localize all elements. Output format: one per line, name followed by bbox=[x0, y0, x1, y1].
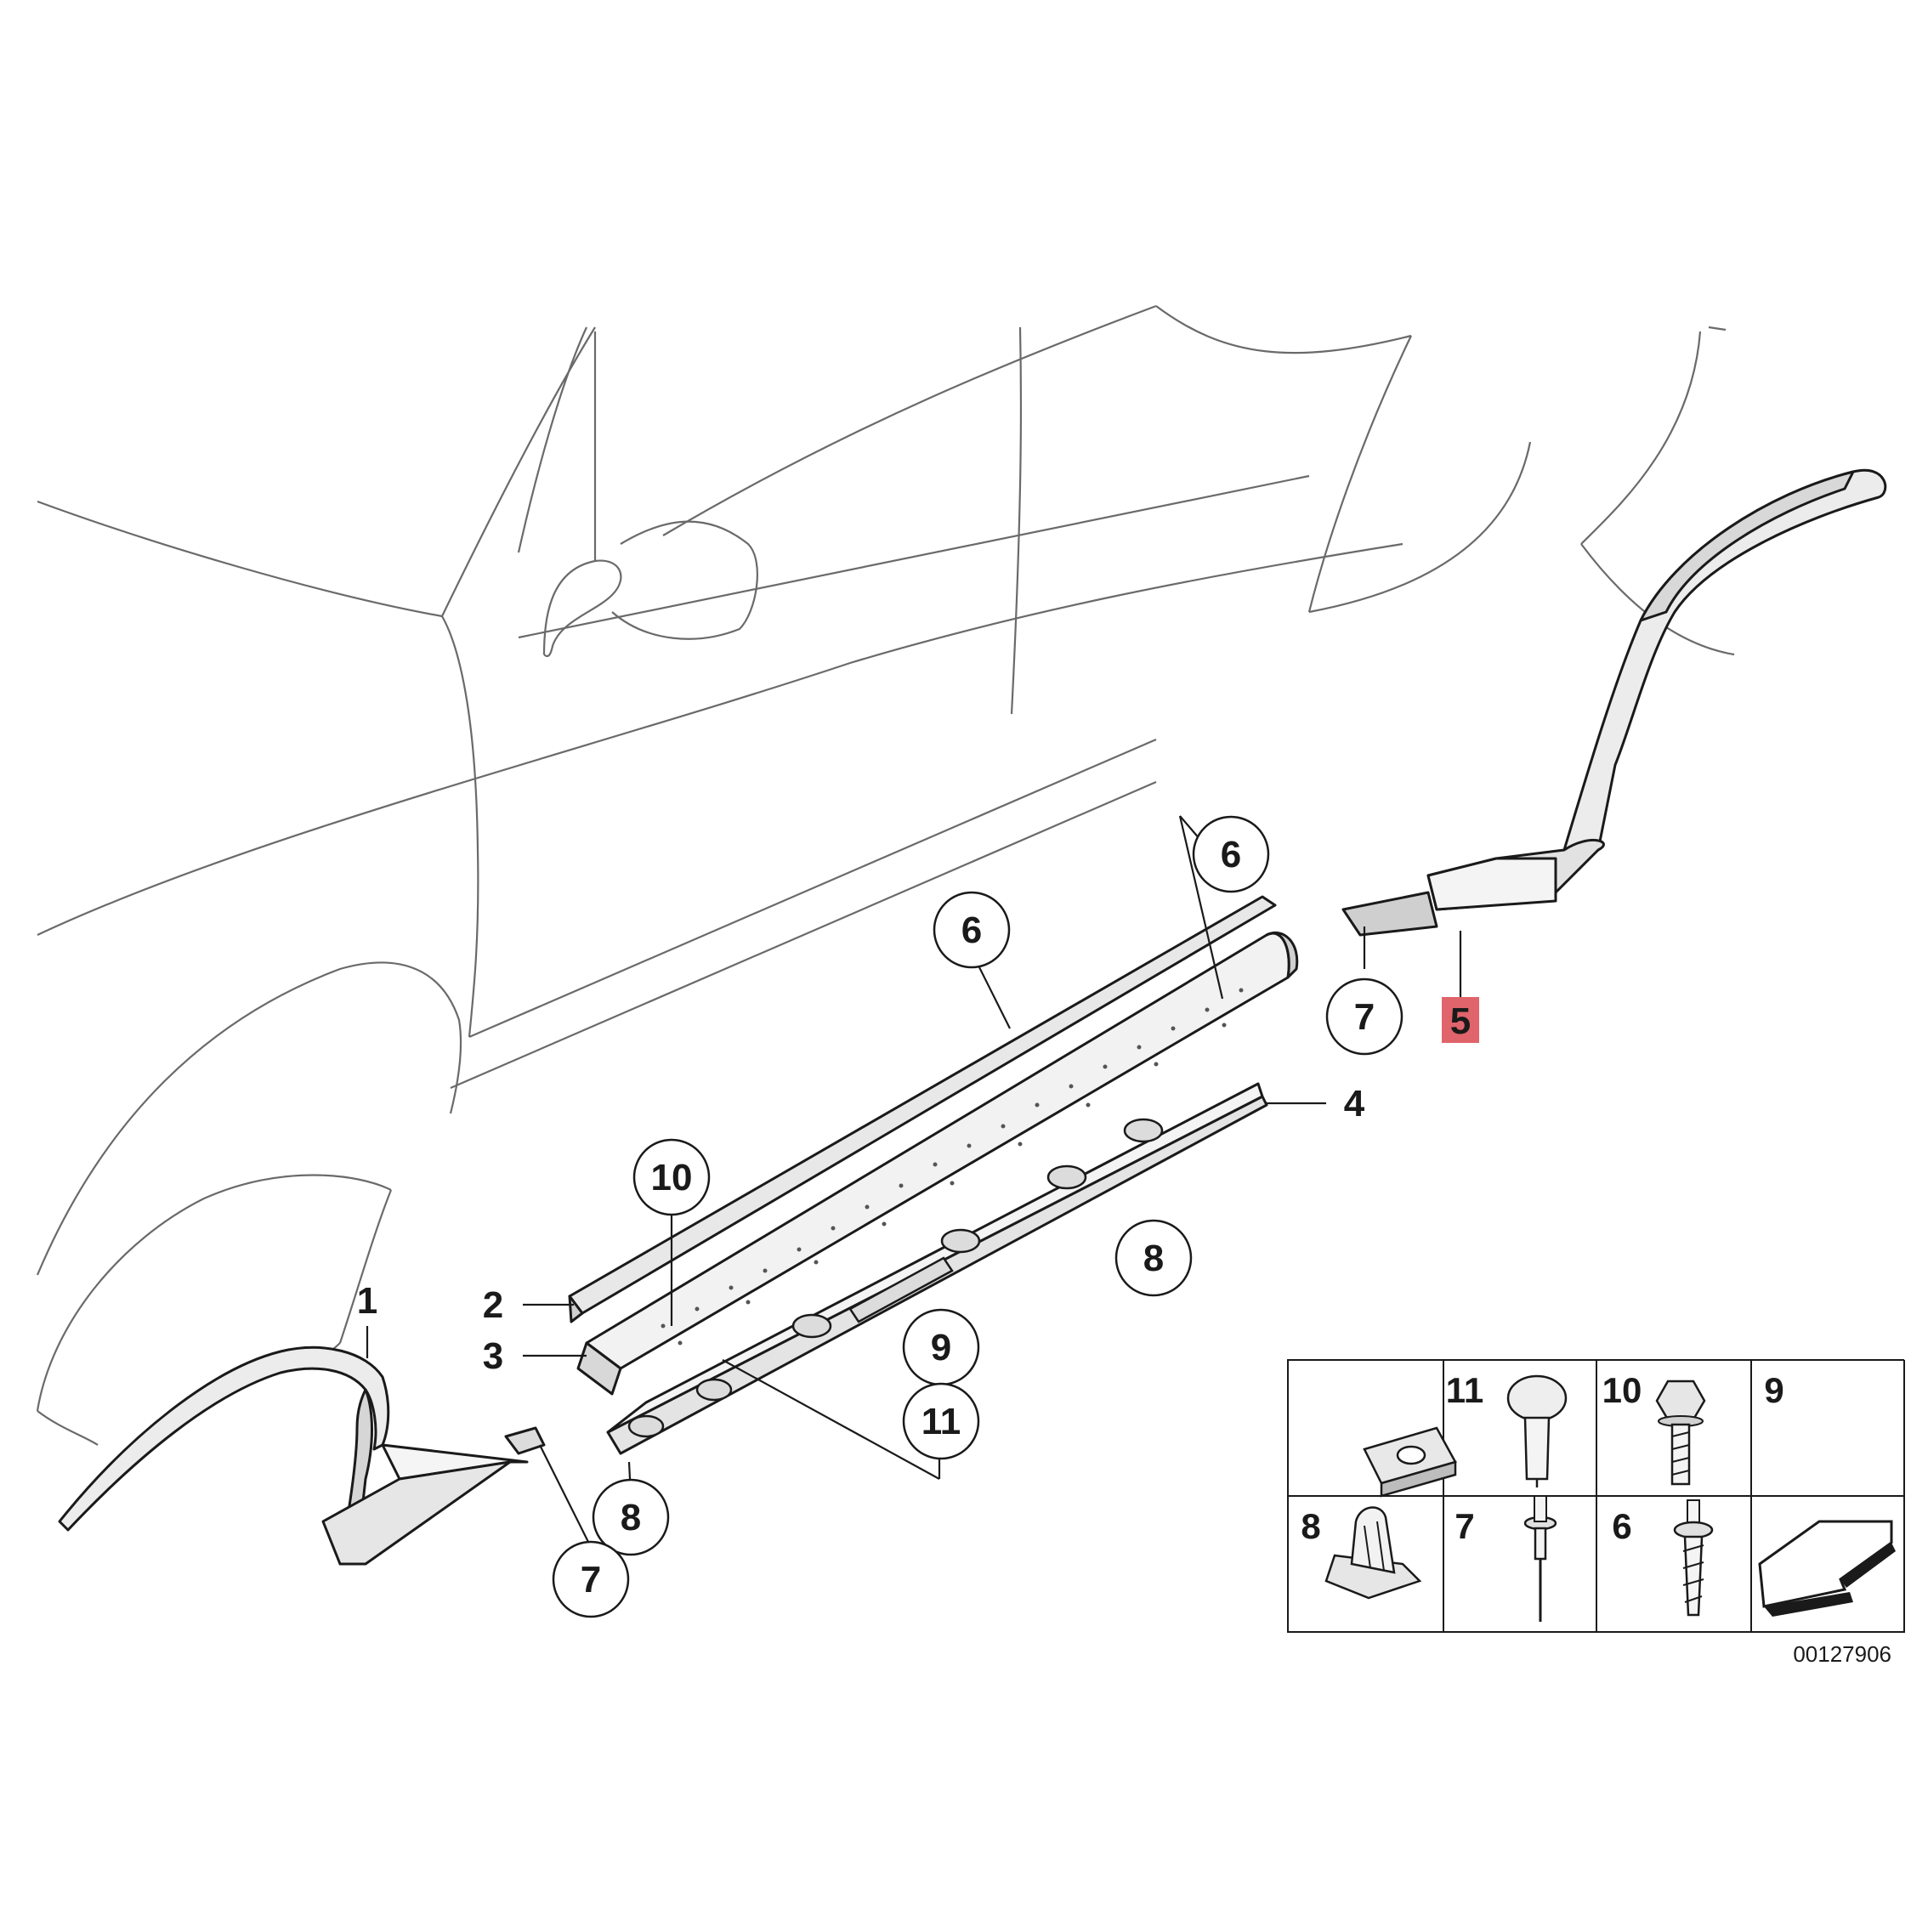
sill-texture-dots bbox=[661, 988, 1244, 1346]
part-2-moulding-strip bbox=[568, 895, 1277, 1323]
callout-circle bbox=[1325, 977, 1403, 1056]
clip-nut-icon bbox=[1363, 1426, 1457, 1498]
left-side-arrow-icon bbox=[1758, 1520, 1896, 1617]
callout-label: 7 bbox=[581, 1559, 601, 1601]
callout-circle bbox=[902, 1382, 980, 1460]
highlighted-label-group: 5 bbox=[1442, 997, 1479, 1043]
callout-label: 8 bbox=[1143, 1238, 1164, 1279]
expansion-rivet-icon bbox=[1506, 1374, 1568, 1487]
plain-label-group: 1 2 3 4 bbox=[357, 1083, 1365, 1377]
part-number-label: 3 bbox=[483, 1335, 503, 1377]
legend-number: 7 bbox=[1455, 1506, 1474, 1546]
legend-number: 9 bbox=[1764, 1370, 1783, 1410]
callout-circle bbox=[632, 1138, 711, 1216]
diagram-id: 00127906 bbox=[1793, 1641, 1891, 1667]
callout-circle bbox=[552, 1540, 630, 1618]
part-number-label: 1 bbox=[357, 1280, 377, 1322]
legend-number: 6 bbox=[1612, 1506, 1631, 1546]
legend-number: 11 bbox=[1446, 1370, 1483, 1410]
highlight-marker bbox=[1442, 997, 1479, 1043]
lower-trim-clips bbox=[627, 1118, 1164, 1438]
hex-bolt-icon bbox=[1655, 1380, 1706, 1486]
callout-circle bbox=[933, 891, 1011, 969]
legend-label-group: 11 10 9 8 7 6 bbox=[1301, 1370, 1783, 1546]
callout-label: 10 bbox=[651, 1157, 693, 1198]
highlighted-part-label: 5 bbox=[1450, 1000, 1471, 1042]
callout-label: 7 bbox=[1354, 996, 1375, 1038]
screw-icon bbox=[1673, 1499, 1714, 1617]
part-1-front-wheel-arch bbox=[58, 1346, 546, 1566]
legend-number: 8 bbox=[1301, 1506, 1320, 1546]
part-number-label: 4 bbox=[1344, 1083, 1365, 1125]
callout-label: 8 bbox=[621, 1497, 641, 1538]
callout-circle bbox=[1192, 815, 1270, 893]
mounting-clip-icon bbox=[1324, 1506, 1422, 1600]
callout-label: 6 bbox=[961, 909, 982, 951]
part-4-lower-trim bbox=[606, 1082, 1268, 1455]
callout-circle bbox=[1114, 1219, 1193, 1297]
part-5-rear-wheel-arch bbox=[1341, 468, 1887, 937]
leader-lines bbox=[366, 815, 1462, 1548]
callout-label: 6 bbox=[1221, 834, 1241, 875]
callout-label: 9 bbox=[931, 1327, 951, 1368]
blind-rivet-icon bbox=[1523, 1495, 1557, 1622]
callout-label: 11 bbox=[921, 1401, 961, 1442]
callout-circle bbox=[592, 1478, 670, 1556]
legend-number: 10 bbox=[1602, 1370, 1642, 1410]
part-number-label: 2 bbox=[483, 1284, 503, 1326]
part-3-side-sill bbox=[576, 931, 1299, 1396]
